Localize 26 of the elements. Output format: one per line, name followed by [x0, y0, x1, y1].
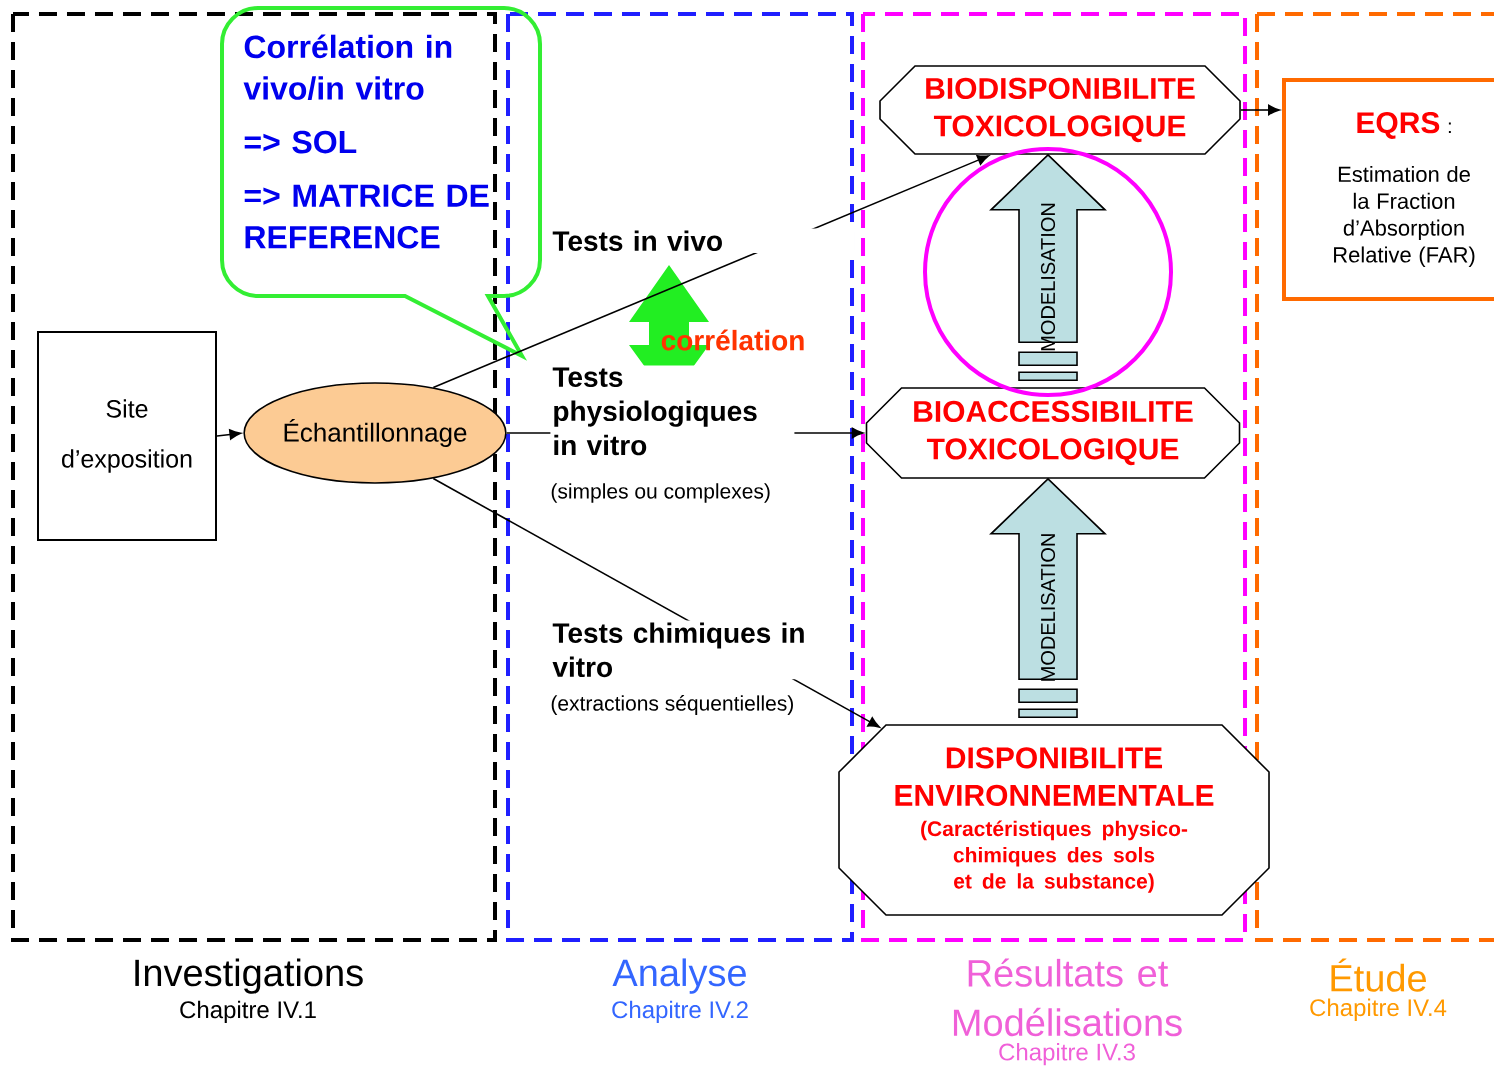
octagon-box: DISPONIBILITE ENVIRONNEMENTALE (Caractéristiques physico-chimiques des sols et de la substance): [838, 724, 1270, 916]
arrow: [432, 154, 990, 389]
panel-title: Investigations: [135, 958, 363, 994]
process-box: Site d’exposition: [37, 331, 217, 541]
chapter-label: Chapitre IV.3: [999, 1043, 1135, 1066]
note-text: (extractions séquentielles): [551, 695, 793, 715]
chapter-label: Chapitre IV.4: [1310, 998, 1447, 1021]
ellipse-node: Échantillonnage: [243, 382, 507, 484]
edge-label: Tests physiologiques in vitro: [550, 365, 795, 458]
chapter-label: Chapitre IV.1: [180, 1000, 316, 1023]
arrow: [1240, 104, 1280, 116]
octagon-box: BIODISPONIBILITE TOXICOLOGIQUE: [879, 65, 1241, 155]
result-box: EQRS : Estimation de la Fraction d’Absorption Relative (FAR): [1282, 78, 1494, 301]
edge-label: Tests in vivo: [550, 228, 855, 253]
edge-label: Tests chimiques in vitro: [550, 620, 815, 680]
note-text: (simples ou complexes): [551, 483, 770, 503]
arrow-label: MODELISATION: [1040, 534, 1056, 681]
arrow-label: MODELISATION: [1040, 203, 1056, 351]
block-arrow: [989, 153, 1107, 381]
panel-title: Étude: [1331, 958, 1426, 992]
panel-title: Résultats et Modélisations: [953, 958, 1182, 1037]
block-arrow: [989, 477, 1107, 718]
octagon-box: BIOACCESSIBILITE TOXICOLOGIQUE: [865, 387, 1241, 479]
arrow: [216, 429, 242, 440]
chapter-label: Chapitre IV.2: [612, 1000, 748, 1023]
panel-title: Analyse: [612, 958, 746, 994]
